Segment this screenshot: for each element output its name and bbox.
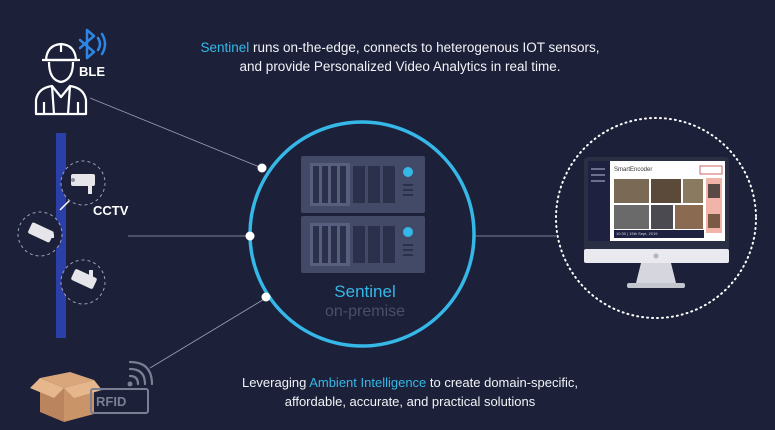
sentinel-hub	[245, 120, 476, 348]
bottom-description: Leveraging Ambient Intelligence to creat…	[160, 373, 660, 411]
ble-label: BLE	[79, 64, 105, 79]
bottom-highlight: Ambient Intelligence	[309, 375, 427, 390]
rfid-box-icon	[30, 372, 149, 422]
bluetooth-icon	[78, 28, 107, 60]
top-line1-rest: runs on-the-edge, connects to heterogeno…	[249, 40, 600, 55]
monitor-icon	[584, 157, 729, 288]
cctv-label: CCTV	[93, 203, 129, 218]
rfid-label: RFID	[96, 394, 127, 409]
top-highlight: Sentinel	[200, 40, 250, 55]
server-icon	[301, 156, 425, 273]
cctv-connection-dot	[245, 231, 255, 241]
cctv-camera-middle	[17, 211, 63, 257]
ble-connection-dot	[257, 163, 267, 173]
sentinel-subtitle: on-premise	[324, 303, 406, 320]
ble-connector-line	[89, 97, 263, 169]
monitor-app-title: SmartEncoder	[614, 167, 653, 173]
monitor-status-text: 10:30 | 15th Sept, 2019	[616, 231, 658, 236]
top-line2: and provide Personalized Video Analytics…	[239, 59, 561, 74]
bottom-line2: affordable, accurate, and practical solu…	[284, 394, 536, 409]
cctv-camera-bottom	[60, 259, 106, 305]
bottom-prefix: Leveraging	[241, 375, 310, 390]
rfid-connector-line	[149, 297, 267, 369]
top-description: Sentinel runs on-the-edge, connects to h…	[150, 38, 650, 76]
rfid-connection-dot	[261, 292, 271, 302]
bottom-line1-rest: to create domain-specific,	[426, 375, 579, 390]
worker-icon	[34, 42, 88, 116]
rfid-wave-icon	[127, 360, 154, 387]
cctv-camera-top	[60, 160, 106, 206]
sentinel-name: Sentinel	[334, 282, 396, 301]
